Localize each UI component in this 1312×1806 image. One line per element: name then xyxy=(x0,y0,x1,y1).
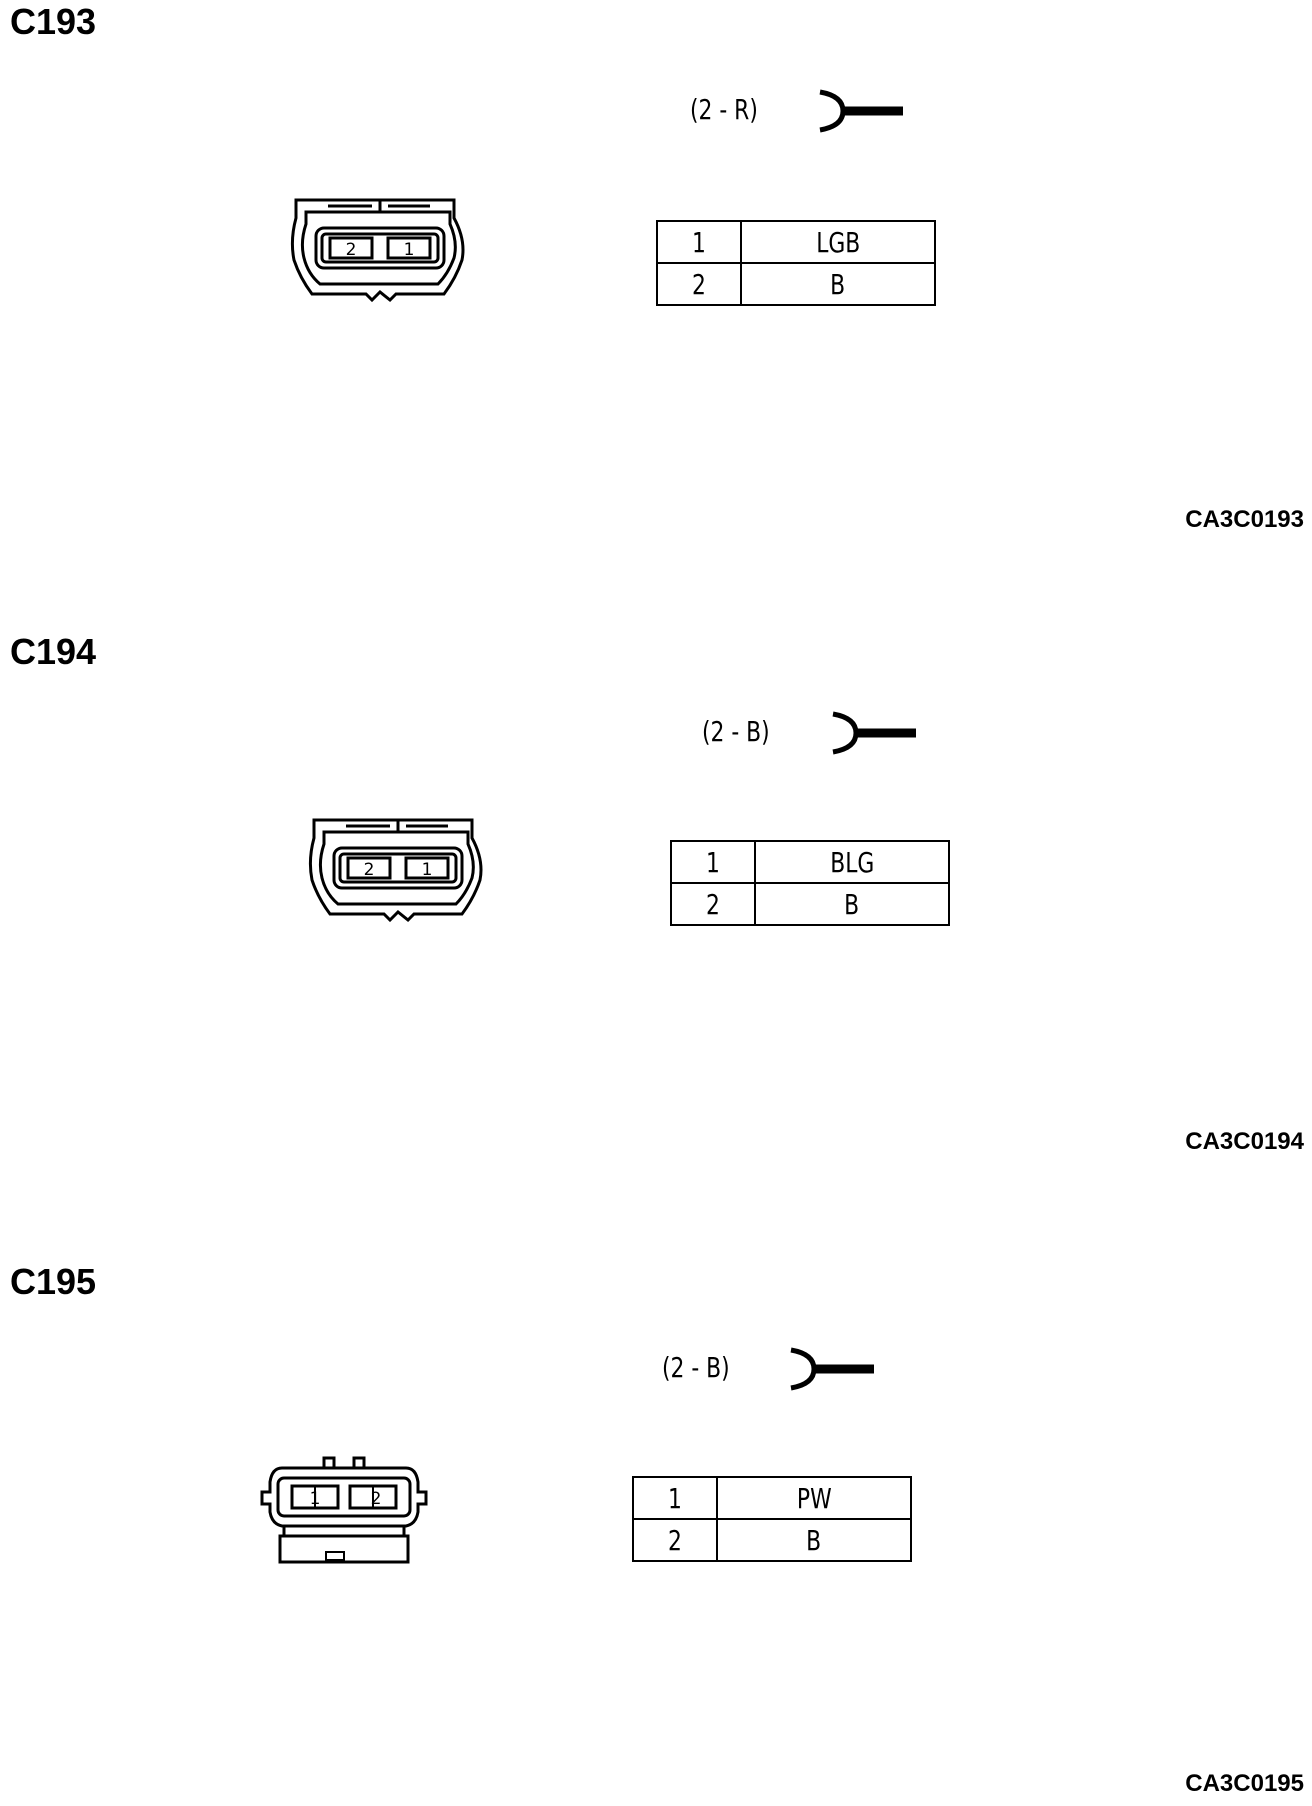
connector-section-c193: C193 (2 - R) 2 1 1 LGB 2 B CA3C0193 xyxy=(0,0,1312,540)
pin-number: 2 xyxy=(670,882,756,926)
face-label: 1 xyxy=(422,860,433,880)
connector-section-c194: C194 (2 - B) 2 1 1 BLG 2 B CA3C0194 xyxy=(0,620,1312,1180)
wire-color: BLG xyxy=(754,840,950,884)
diagram-code: CA3C0193 xyxy=(1185,506,1304,533)
face-label: 2 xyxy=(346,240,357,260)
connector-spec: (2 - B) xyxy=(702,715,770,748)
connector-face-icon: 1 2 xyxy=(260,1456,428,1564)
pin-number: 1 xyxy=(632,1476,718,1520)
plug-symbol-icon xyxy=(819,89,903,133)
pin-table: 1 BLG 2 B xyxy=(670,840,950,926)
face-label: 1 xyxy=(404,240,415,260)
connector-spec: (2 - R) xyxy=(690,93,758,126)
wire-color: LGB xyxy=(740,220,936,264)
table-row: 1 PW xyxy=(632,1476,912,1520)
plug-symbol-icon xyxy=(832,711,916,755)
connector-id: C195 xyxy=(10,1261,97,1302)
connector-id: C193 xyxy=(10,1,97,42)
table-row: 1 LGB xyxy=(656,220,936,264)
pin-number: 2 xyxy=(656,262,742,306)
table-row: 1 BLG xyxy=(670,840,950,884)
pin-number: 2 xyxy=(632,1518,718,1562)
table-row: 2 B xyxy=(656,262,936,306)
connector-id: C194 xyxy=(10,631,97,672)
face-label: 2 xyxy=(371,1489,382,1509)
pin-number: 1 xyxy=(670,840,756,884)
face-label: 1 xyxy=(310,1489,321,1509)
connector-section-c195: C195 (2 - B) 1 2 1 PW 2 B CA3C0195 xyxy=(0,1250,1312,1806)
wire-color: B xyxy=(716,1518,912,1562)
diagram-code: CA3C0195 xyxy=(1185,1770,1304,1797)
pin-table: 1 PW 2 B xyxy=(632,1476,912,1562)
face-label: 2 xyxy=(364,860,375,880)
connector-face-icon: 2 1 xyxy=(308,818,483,923)
table-row: 2 B xyxy=(632,1518,912,1562)
pin-table: 1 LGB 2 B xyxy=(656,220,936,306)
connector-face-icon: 2 1 xyxy=(290,198,465,303)
table-row: 2 B xyxy=(670,882,950,926)
connector-spec: (2 - B) xyxy=(662,1351,730,1384)
wire-color: B xyxy=(754,882,950,926)
wire-color: PW xyxy=(716,1476,912,1520)
pin-number: 1 xyxy=(656,220,742,264)
wire-color: B xyxy=(740,262,936,306)
diagram-code: CA3C0194 xyxy=(1185,1128,1304,1155)
plug-symbol-icon xyxy=(790,1347,874,1391)
